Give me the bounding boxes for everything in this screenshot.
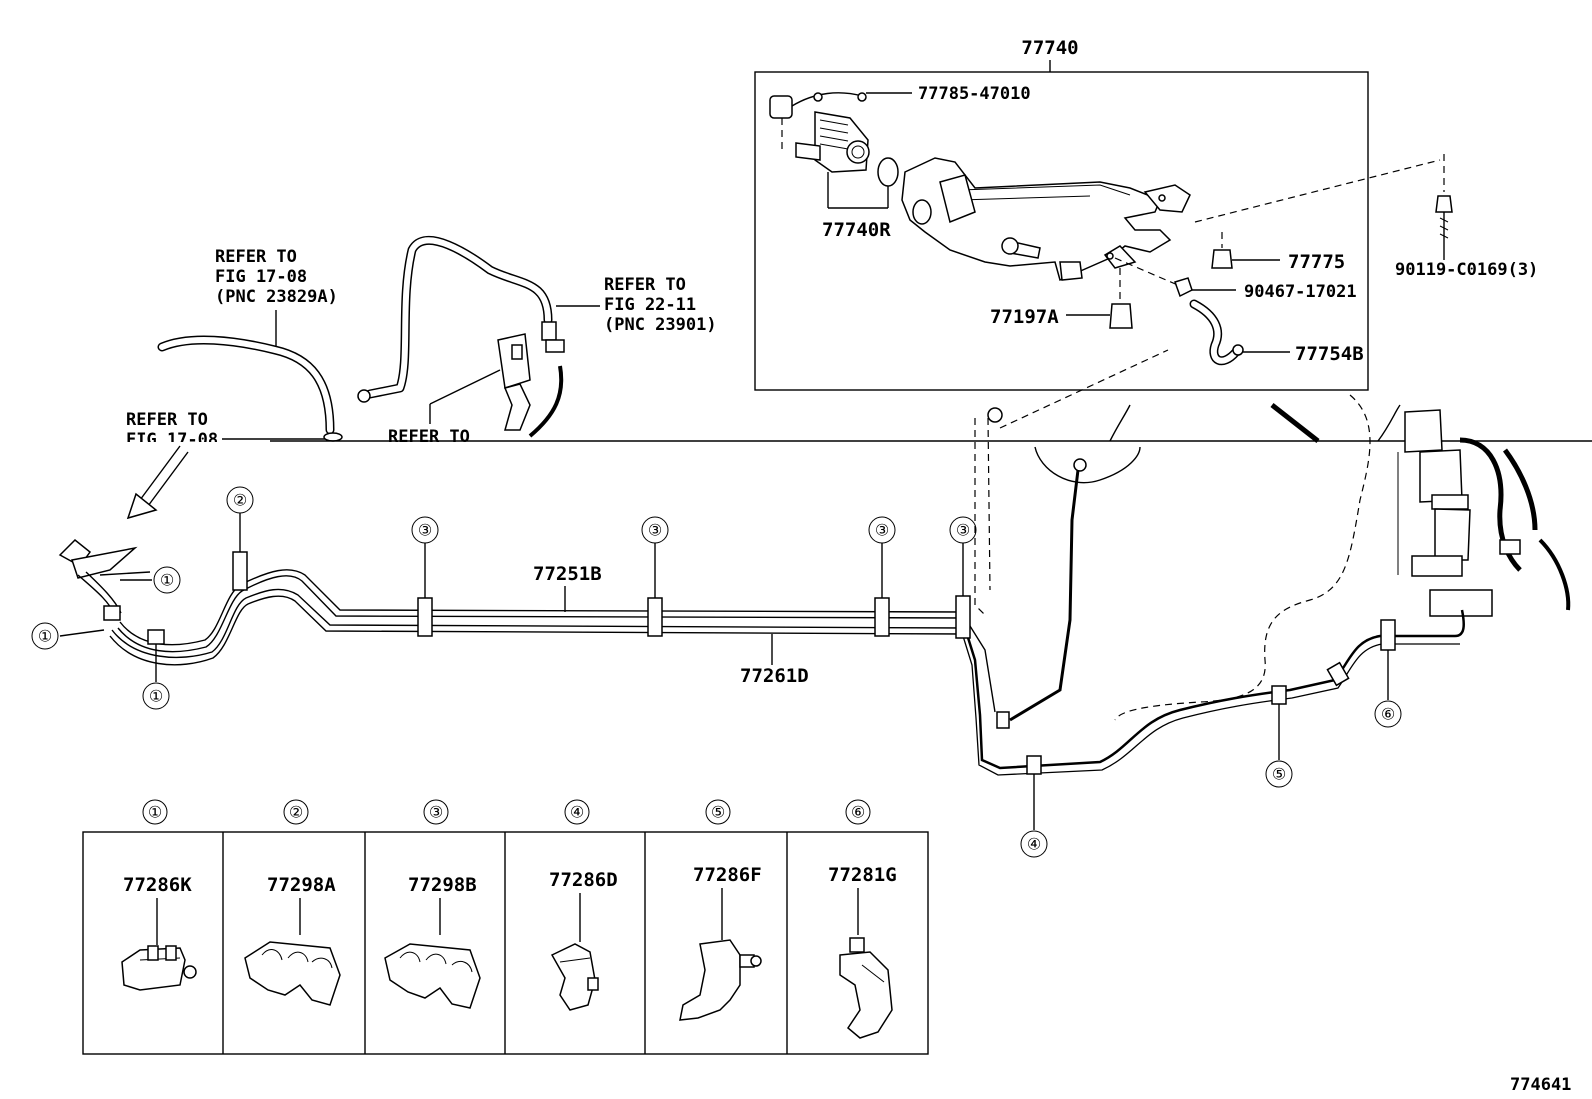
pump-module [795,111,899,209]
refer-pipe-line2: FIG 22-11 [604,295,696,315]
legend-part-4: 77286D [549,869,618,891]
legend-part-6: 77281G [828,864,897,886]
legend-marker-4: ④ [570,803,584,822]
clamp-legend: ① ② ③ ④ ⑤ ⑥ 77286K 77298A 77298B 77286D … [82,799,929,1055]
part-90467-17021: 90467-17021 [1244,282,1357,302]
pipe-connector [497,333,531,431]
tube-77251B-label: 77251B [533,563,602,585]
part-77197A: 77197A [990,306,1059,328]
refer-hose-line3: (PNC 23829A) [215,287,338,307]
charcoal-canister [901,157,1191,282]
callout-2: ② [233,491,247,510]
legend-part-3: 77298B [408,874,477,896]
legend-part-1: 77286K [123,874,192,896]
figure-id: 774641 [1510,1075,1571,1095]
legend-marker-3: ③ [429,803,443,822]
part-77754B: 77754B [1295,343,1364,365]
callout-3c: ③ [875,521,889,540]
callout-4: ④ [1027,835,1041,854]
callout-3b: ③ [648,521,662,540]
refer-pipe-note: REFER TO FIG 22-11 (PNC 23901) [556,275,717,335]
clip-77298A-drawing [244,898,341,1006]
sensor-connector [769,92,867,150]
refer-pipe-line3: (PNC 23901) [604,315,717,335]
bolt-90119: 90119-C0169(3) [1395,154,1538,280]
direction-arrow [126,445,189,520]
legend-marker-1: ① [148,803,162,822]
legend-marker-2: ② [289,803,303,822]
refer-pipe-line1: REFER TO [604,275,686,295]
tube-77261D-label: 77261D [740,665,809,687]
refer-hose-note: REFER TO FIG 17-08 (PNC 23829A) [215,247,338,348]
bolt-label: 90119-C0169(3) [1395,260,1538,280]
left-end-fitting [58,538,151,616]
clip-77286D-drawing [550,893,599,1011]
callout-1c: ① [149,687,163,706]
clip-77298B-drawing [384,898,481,1009]
legend-part-5: 77286F [693,864,762,886]
legend-part-2: 77298A [267,874,336,896]
tube-77261D [109,588,966,666]
callout-6: ⑥ [1381,705,1395,724]
assembly-number: 77740 [1021,37,1078,59]
clamp-callouts: ① ① ① ② ③ ③ ③ ③ ④ ⑤ ⑥ [31,486,1402,858]
clip-77286F-drawing [679,888,762,1021]
refer-hose-line1: REFER TO [215,247,297,267]
refer-left-line1: REFER TO [126,410,208,430]
pump-assembly [1397,409,1571,617]
tube-clamps [103,551,1396,775]
assembly-box [754,71,1369,391]
callout-5: ⑤ [1272,765,1286,784]
clip-77286K-drawing [121,898,197,991]
part-77775: 77775 [1288,251,1345,273]
callout-1b: ① [38,627,52,646]
part-77785-47010: 77785-47010 [918,84,1031,104]
callout-1a: ① [160,571,174,590]
assembly-77740: 77740 77785-47010 77740R [754,37,1441,391]
part-77740R: 77740R [822,219,891,241]
fuel-tank-outline [974,349,1401,721]
legend-marker-6: ⑥ [851,803,865,822]
refer-hose-line2: FIG 17-08 [215,267,307,287]
callout-3d: ③ [956,521,970,540]
callout-3a: ③ [418,521,432,540]
legend-marker-5: ⑤ [711,803,725,822]
clip-77281G-drawing [839,888,893,1039]
